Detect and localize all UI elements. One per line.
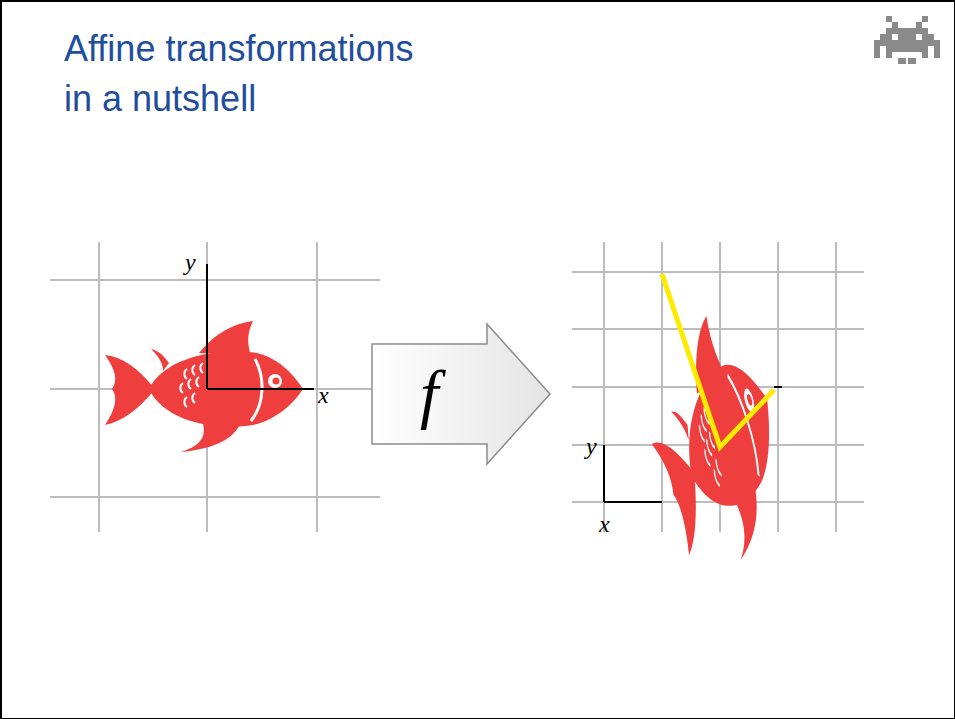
- axis-label: y: [185, 250, 196, 274]
- slide-title: Affine transformations in a nutshell: [64, 24, 444, 124]
- invader-icon: [874, 16, 940, 64]
- transform-arrow: f: [370, 322, 552, 466]
- axes: [604, 445, 662, 502]
- axis-label: y: [586, 434, 597, 458]
- axis-label: x: [318, 383, 329, 407]
- grid: [50, 242, 380, 532]
- axes: [207, 264, 314, 389]
- transformed-frame: [662, 274, 774, 447]
- axis-label: x: [599, 512, 610, 536]
- arrow-shape: [370, 322, 552, 466]
- function-symbol: f: [420, 361, 438, 427]
